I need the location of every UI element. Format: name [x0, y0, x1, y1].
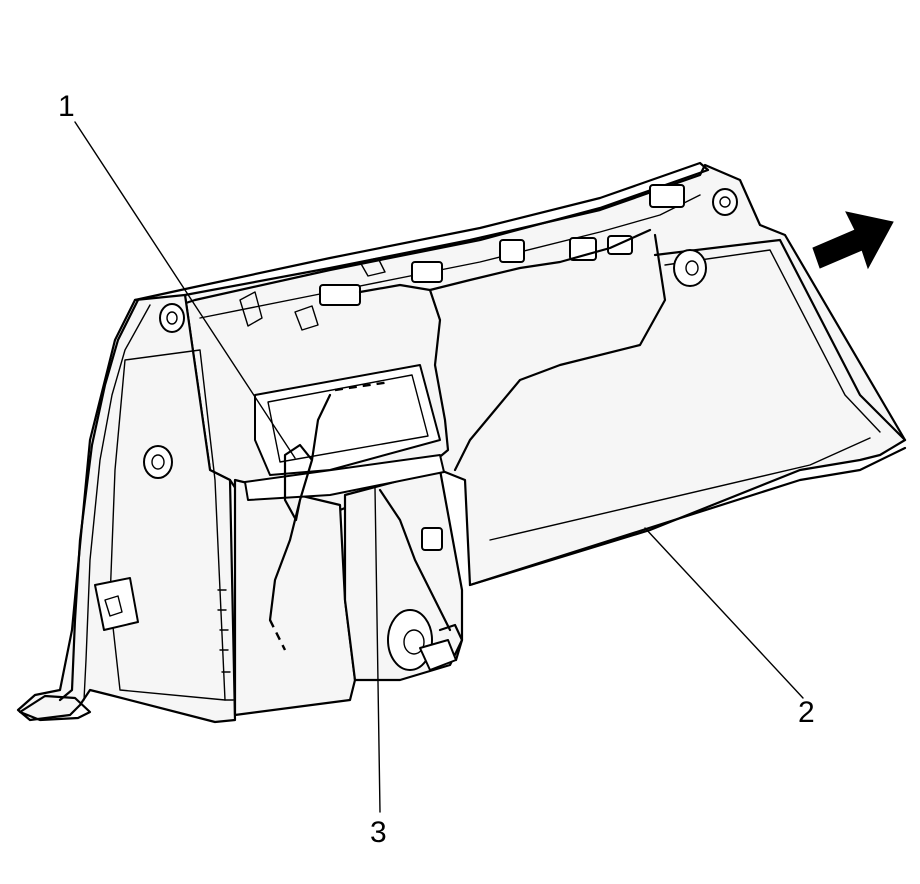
rear-panel-right-face	[653, 238, 907, 442]
trim-panel-front-section	[16, 293, 237, 724]
rail-clips	[239, 184, 685, 331]
leader-line-1	[74, 121, 296, 459]
wire-to-connector	[378, 488, 452, 632]
callout-label-1: 1	[58, 90, 75, 123]
rear-panel-right-face-inner	[664, 249, 881, 433]
fastener-grommet-front	[143, 445, 173, 479]
speaker-grommet	[387, 609, 433, 671]
lower-speaker-panel	[343, 468, 464, 682]
fastener-grommet-rear	[673, 249, 707, 287]
wire-harness-loop	[268, 393, 332, 622]
front-pillar-inner-strip	[83, 304, 151, 701]
callout-label-2: 2	[798, 696, 815, 729]
front-pillar-outer-strip	[58, 298, 140, 702]
compartment-lid-inner	[267, 374, 429, 463]
upper-wiring-harness	[358, 228, 652, 294]
leader-line-2	[644, 527, 804, 699]
fastener-grommet-upper-left	[159, 303, 185, 333]
arrow-right-icon	[812, 211, 894, 270]
trim-panel-lower-edge	[468, 446, 907, 587]
fastener-grommet-top-right	[712, 188, 738, 216]
upper-rail-molding	[133, 161, 710, 320]
front-section-recess	[109, 349, 226, 701]
harness-drop-wire	[428, 288, 450, 467]
upper-rail-inner	[199, 194, 701, 319]
lower-left-clip	[94, 577, 139, 631]
wire-harness-hidden-lower	[268, 619, 287, 651]
compartment-hidden-wire	[334, 380, 391, 392]
front-pillar-base-flange	[18, 694, 92, 722]
lower-panel-edge-ticks	[217, 589, 234, 701]
retainer-bar	[244, 454, 445, 501]
lower-jack-cover	[233, 478, 357, 717]
trim-panel-inner-edge	[489, 437, 871, 541]
harness-plug	[419, 623, 464, 671]
callout-label-3: 3	[370, 816, 387, 849]
rear-pillar-edge	[453, 233, 667, 472]
leader-line-3	[374, 487, 381, 813]
connector-clip-lower	[421, 527, 443, 551]
